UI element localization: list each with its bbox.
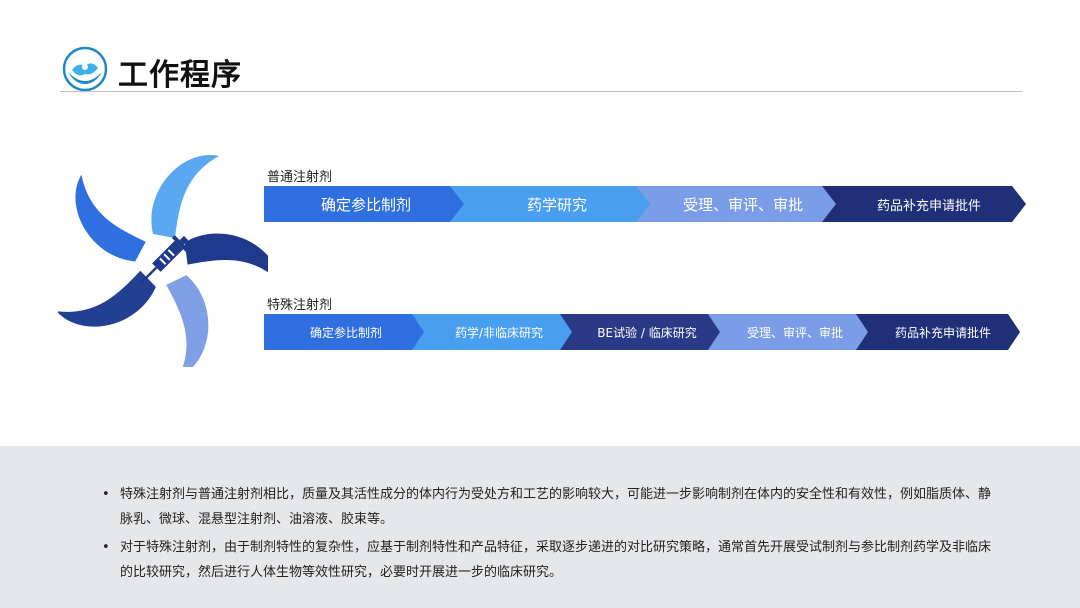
logo-icon (62, 46, 108, 92)
syringe-icon (138, 235, 189, 286)
flow-step: 药学研究 (450, 186, 654, 222)
notes-panel: •特殊注射剂与普通注射剂相比，质量及其活性成分的体内行为受处方和工艺的影响较大，… (0, 446, 1080, 608)
petal-periwinkle (166, 275, 209, 367)
flow-label-regular: 普通注射剂 (267, 170, 333, 185)
flow-label-special: 特殊注射剂 (267, 298, 333, 313)
title-divider (60, 91, 1022, 92)
flow-step: 药品补充申请批件 (856, 314, 1020, 350)
note-item: •对于特殊注射剂，由于制剂特性的复杂性，应基于制剂特性和产品特征，采取逐步递进的… (102, 540, 992, 580)
page-title: 工作程序 (118, 58, 242, 93)
notes-list: •特殊注射剂与普通注射剂相比，质量及其活性成分的体内行为受处方和工艺的影响较大，… (102, 482, 992, 588)
pinwheel-graphic (58, 155, 268, 367)
flow-step: 确定参比制剂 (264, 186, 468, 222)
petal-navy (184, 233, 268, 282)
flow-step: 药学/非临床研究 (412, 314, 576, 350)
note-text: 特殊注射剂与普通注射剂相比，质量及其活性成分的体内行为受处方和工艺的影响较大，可… (120, 487, 992, 527)
flow-step: 受理、审评、审批 (708, 314, 872, 350)
flow-step: 药品补充申请批件 (822, 186, 1026, 222)
flow-step: BE试验 / 临床研究 (560, 314, 724, 350)
note-item: •特殊注射剂与普通注射剂相比，质量及其活性成分的体内行为受处方和工艺的影响较大，… (102, 487, 992, 527)
petal-light-blue (151, 155, 219, 238)
petal-mid-blue (75, 174, 146, 262)
flow-step: 确定参比制剂 (264, 314, 428, 350)
flow-step: 受理、审评、审批 (636, 186, 840, 222)
note-text: 对于特殊注射剂，由于制剂特性的复杂性，应基于制剂特性和产品特征，采取逐步递进的对… (120, 540, 992, 580)
petal-deep-blue (58, 270, 156, 327)
